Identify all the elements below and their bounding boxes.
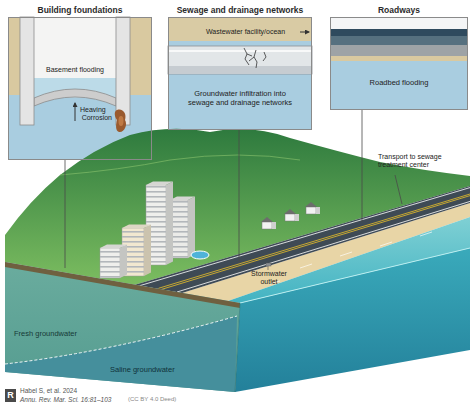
freshwater-saltwater-interface [5, 316, 237, 364]
leader-line [65, 160, 66, 268]
building-side [120, 245, 127, 279]
building-roof [170, 197, 195, 201]
asphalt-layer [330, 29, 468, 36]
zone-label: Saline groundwater [110, 366, 175, 375]
house-side [295, 214, 299, 221]
flow-arrow [300, 32, 309, 33]
house-side [272, 222, 276, 229]
building-side [188, 197, 195, 259]
soil-layer [168, 17, 312, 41]
panel-heading: Sewage and drainage networks [163, 5, 317, 16]
leader-line [362, 110, 363, 222]
swimming-pool [191, 251, 209, 259]
panel-box: Roadways [330, 17, 468, 110]
leader-line [268, 266, 269, 270]
callout-label: Corrosion [62, 114, 112, 122]
groundwater-layer [330, 61, 468, 110]
corrosion-highlight [119, 116, 124, 126]
pipe-crack [244, 48, 266, 68]
source-credit: Habel S, et al. 2024 [20, 387, 77, 394]
house-roof [284, 209, 296, 214]
stormwater-outlet-pipe [266, 263, 271, 266]
pipe-highlight [168, 50, 312, 52]
heaving-arrow [75, 103, 76, 121]
callout-label: Heaving [80, 106, 106, 114]
house-roof [261, 217, 273, 222]
sky-band [330, 17, 468, 29]
corrosion-patch [115, 110, 126, 132]
block-corner-edge [235, 303, 240, 392]
house-front [306, 207, 316, 214]
building-front [100, 248, 120, 278]
foundation-column [116, 17, 130, 125]
pipe-shading [168, 66, 312, 74]
house-roof [305, 202, 317, 207]
callout-label: Transport to sewage treatment center [378, 153, 470, 169]
building-roof [146, 182, 173, 186]
house-side [316, 207, 320, 214]
callout-label: Roadbed flooding [349, 79, 449, 88]
zone-label: Fresh groundwater [14, 330, 77, 339]
leader-line [395, 175, 402, 204]
publisher-logo: R [5, 389, 16, 402]
ocean-section [235, 248, 470, 392]
house-front [262, 222, 272, 229]
building-side [166, 182, 173, 266]
callout-label: Basement flooding [35, 66, 115, 74]
saline-groundwater-zone [5, 316, 237, 392]
callout-label: Groundwater infiltration into sewage and… [181, 90, 299, 107]
house-front [285, 214, 295, 221]
building-roof [122, 225, 151, 229]
foundation-column [20, 17, 34, 125]
asphalt-base [330, 36, 468, 45]
leader-line [239, 130, 240, 262]
panel-heading: Building foundations [3, 5, 157, 16]
soil-layer [330, 56, 468, 61]
gravel-base [330, 45, 468, 56]
ocean-surface-edge [240, 248, 470, 303]
sewer-pipe [168, 46, 312, 74]
building-roof [100, 245, 127, 249]
journal-citation: Annu. Rev. Mar. Sci. 16:81–103 [20, 396, 111, 403]
groundwater-section [5, 262, 240, 392]
building-side [144, 225, 151, 277]
building-windows [100, 248, 120, 278]
callout-label: Stormwater outlet [244, 270, 294, 286]
panel-heading: Roadways [325, 5, 473, 16]
license-note: (CC BY 4.0 Deed) [128, 396, 176, 403]
panel-background [168, 17, 312, 130]
panel-box: Building foundations [8, 17, 152, 160]
hill-contour [60, 155, 300, 175]
callout-label: Wastewater facility/ocean [206, 28, 285, 36]
